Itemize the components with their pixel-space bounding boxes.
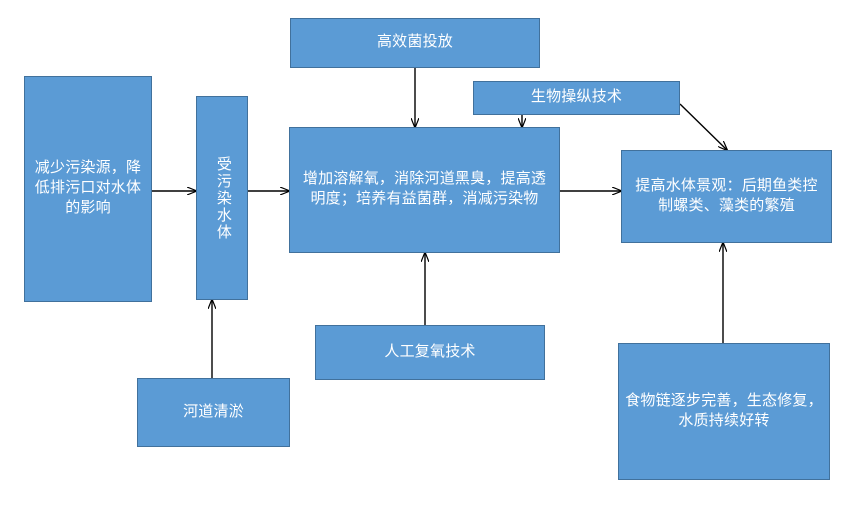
node-label: 食物链逐步完善，生态修复，水质持续好转	[625, 392, 823, 429]
node-food-chain-restoration[interactable]: 食物链逐步完善，生态修复，水质持续好转	[618, 343, 830, 480]
node-label: 增加溶解氧，消除河道黑臭，提高透明度；培养有益菌群，消减污染物	[302, 171, 547, 207]
node-biomanipulation-tech[interactable]: 生物操纵技术	[473, 81, 680, 115]
node-label: 高效菌投放	[376, 34, 453, 51]
node-label: 减少污染源，降低排污口对水体的影响	[34, 160, 142, 216]
node-artificial-reoxygenation[interactable]: 人工复氧技术	[315, 325, 545, 380]
node-high-efficiency-bacteria[interactable]: 高效菌投放	[290, 18, 540, 68]
node-river-dredging[interactable]: 河道清淤	[137, 378, 290, 447]
node-label: 受污染水体	[214, 155, 231, 241]
node-label: 人工复氧技术	[384, 343, 476, 360]
node-reduce-source[interactable]: 减少污染源，降低排污口对水体的影响	[24, 76, 152, 302]
node-label: 生物操纵技术	[530, 89, 623, 106]
node-improve-waterscape[interactable]: 提高水体景观：后期鱼类控制螺类、藻类的繁殖	[621, 150, 832, 243]
edge-biomanipulation-to-waterscape	[679, 103, 727, 150]
node-label: 提高水体景观：后期鱼类控制螺类、藻类的繁殖	[635, 177, 818, 214]
node-polluted-water[interactable]: 受污染水体	[196, 96, 248, 300]
node-increase-dissolved-oxygen[interactable]: 增加溶解氧，消除河道黑臭，提高透明度；培养有益菌群，消减污染物	[289, 127, 560, 253]
node-label: 河道清淤	[183, 403, 244, 420]
